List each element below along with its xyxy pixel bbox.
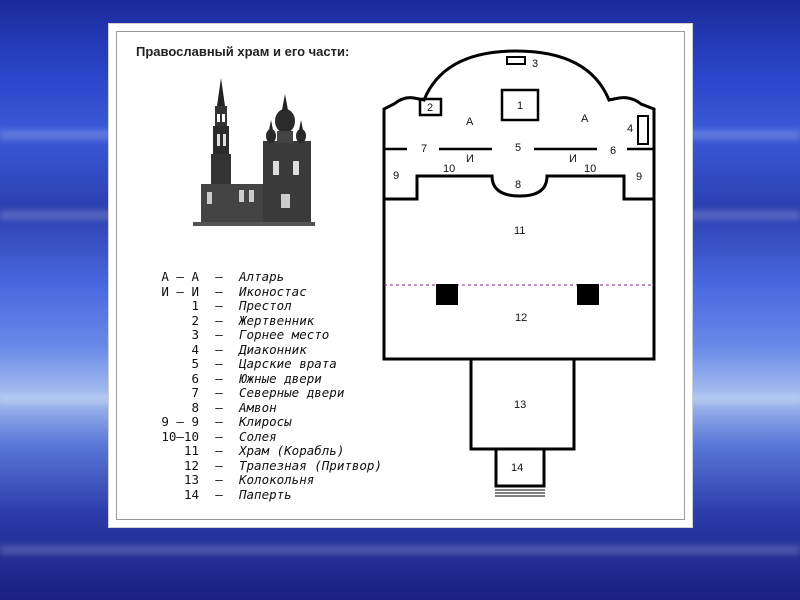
church-illustration [193, 78, 315, 226]
porch-outline [494, 449, 546, 488]
legend-value: Паперть [239, 486, 292, 502]
legend-value: Алтарь [239, 269, 285, 284]
legend-key: 4 [191, 341, 199, 357]
plan-label-14: 14 [511, 462, 523, 474]
legend-dash: – [215, 283, 223, 299]
legend-row: 8–Амвон [141, 399, 382, 416]
legend-key: 2 [191, 312, 199, 328]
legend-dash: – [215, 298, 223, 313]
diagram-title: Православный храм и его части: [136, 44, 350, 59]
floor-plan: 1 2 3 4 5 6 7 8 9 9 10 10 11 12 13 14 А … [382, 49, 656, 497]
plan-label-13: 13 [514, 399, 526, 411]
legend-key: А – А [161, 269, 199, 284]
legend-key: 8 [191, 399, 199, 415]
plan-label-9-left: 9 [393, 170, 399, 182]
legend-dash: – [215, 385, 223, 400]
legend-dash: – [215, 414, 223, 429]
legend-value: Жертвенник [239, 312, 315, 328]
legend-row: 5 – Царские врата [141, 356, 382, 372]
legend-value: Южные двери [239, 370, 322, 386]
legend-value: Северные двери [239, 385, 345, 400]
legend-dash: – [215, 457, 223, 473]
legend-key: 14 [183, 486, 199, 502]
legend-key: 11 [183, 443, 199, 458]
legend-value: Горнее место [239, 327, 330, 342]
plan-label-8: 8 [515, 179, 521, 191]
legend-dash: – [215, 327, 223, 342]
legend-dash: – [215, 312, 223, 328]
legend-row: 4–Диаконник [141, 341, 382, 358]
plan-label-12: 12 [515, 312, 527, 324]
legend-row: 13 – Колокольня [141, 472, 382, 488]
legend-row: 1 – Престол [141, 298, 382, 314]
legend-row: 3 – Горнее место [141, 327, 382, 343]
plan-label-iconostasis-left: И [466, 153, 474, 165]
deacons-room [637, 115, 649, 145]
altar-table [500, 88, 540, 122]
legend-key: 13 [183, 472, 199, 487]
plan-label-iconostasis-right: И [569, 153, 577, 165]
legend-value: Иконостас [239, 283, 307, 299]
legend-value: Солея [239, 428, 277, 444]
legend-row: И – И–Иконостас [141, 283, 382, 300]
plan-label-7: 7 [421, 143, 427, 155]
legend-key: 3 [191, 327, 199, 342]
legend-row: 7 – Северные двери [141, 385, 382, 401]
bell-tower-outline [469, 359, 576, 451]
legend-dash: – [215, 399, 223, 415]
legend-key: 9 – 9 [161, 414, 199, 429]
legend-key: 7 [191, 385, 199, 400]
legend-key: 10–10 [161, 428, 199, 444]
pillar [436, 284, 458, 305]
plan-label-9-right: 9 [636, 171, 642, 183]
legend-row: 10–10–Солея [141, 428, 382, 445]
legend-value: Храм (Корабль) [239, 443, 345, 458]
legend-value: Амвон [239, 399, 277, 415]
legend-row: 14–Паперть [141, 486, 382, 503]
legend-value: Клиросы [239, 414, 292, 429]
plan-label-10-right: 10 [584, 163, 596, 175]
legend-dash: – [215, 443, 223, 458]
high-place [506, 56, 526, 65]
legend-row: 12–Трапезная (Притвор) [141, 457, 382, 474]
legend-dash: – [215, 472, 223, 487]
plan-label-4: 4 [627, 123, 633, 135]
plan-label-3: 3 [532, 58, 538, 70]
legend-row: 2–Жертвенник [141, 312, 382, 329]
legend-key: 6 [191, 370, 199, 386]
legend-value: Царские врата [239, 356, 337, 371]
legend-dash: – [215, 428, 223, 444]
oblation-table [418, 97, 443, 117]
plan-label-2: 2 [427, 102, 433, 114]
pillar [577, 284, 599, 305]
legend-key: И – И [161, 283, 199, 299]
panel-frame [116, 31, 685, 520]
legend-dash: – [215, 370, 223, 386]
legend-value: Колокольня [239, 472, 315, 487]
plan-label-altar-right: А [581, 113, 589, 125]
plan-label-11: 11 [514, 225, 525, 237]
church-outline [382, 49, 656, 361]
legend-dash: – [215, 486, 223, 502]
legend-row: 9 – 9 – Клиросы [141, 414, 382, 430]
legend-key: 12 [183, 457, 199, 473]
legend-dash: – [215, 356, 223, 371]
legend-row: 6–Южные двери [141, 370, 382, 387]
legend-dash: – [215, 341, 223, 357]
legend-row: А – А – Алтарь [141, 269, 382, 285]
legend-value: Диаконник [239, 341, 307, 357]
plan-label-5: 5 [515, 142, 521, 154]
plan-label-6: 6 [610, 145, 616, 157]
plan-label-1: 1 [517, 100, 523, 112]
legend-key: 1 [191, 298, 199, 313]
legend-value: Трапезная (Притвор) [239, 457, 382, 473]
legend-key: 5 [191, 356, 199, 371]
legend-row: 11 – Храм (Корабль) [141, 443, 382, 459]
plan-label-altar-left: А [466, 116, 474, 128]
diagram-panel: Православный храм и его части: А – А – Алт… [108, 23, 693, 528]
plan-label-10-left: 10 [443, 163, 455, 175]
legend-dash: – [215, 269, 223, 284]
legend-value: Престол [239, 298, 292, 313]
